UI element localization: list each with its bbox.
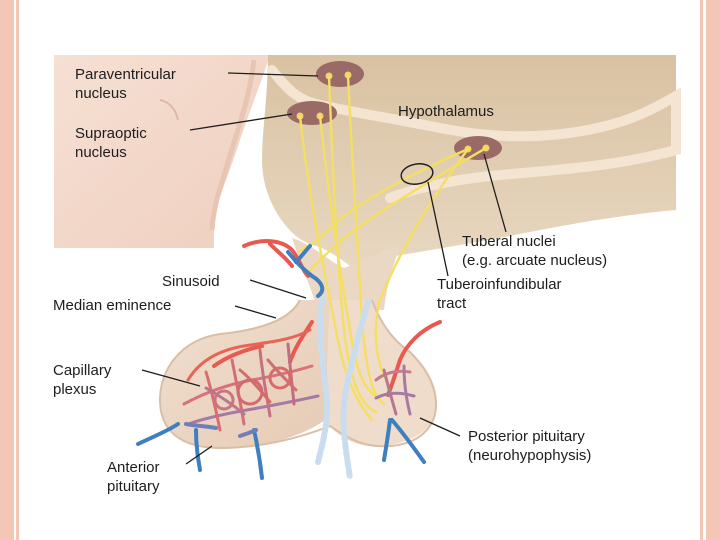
label-posterior-line1: Posterior pituitary: [468, 428, 585, 445]
axon-tracts: [296, 73, 488, 422]
label-supraoptic-line1: Supraoptic: [75, 125, 147, 142]
label-posterior-line2: (neurohypophysis): [468, 447, 591, 464]
label-hypothalamus: Hypothalamus: [398, 103, 494, 120]
infundibular-stalk: [292, 238, 400, 310]
label-sinusoid: Sinusoid: [162, 273, 220, 290]
label-anterior-line1: Anterior: [107, 459, 160, 476]
leader-median-eminence: [234, 305, 277, 319]
label-supraoptic-line2: nucleus: [75, 144, 127, 161]
label-median-eminence: Median eminence: [53, 297, 171, 314]
slide-border-right: [706, 0, 720, 540]
label-tuberal-line1: Tuberal nuclei: [462, 233, 556, 250]
diagram-labels: Paraventricular nucleus Supraoptic nucle…: [53, 66, 607, 495]
leader-tuberoinfundibular: [427, 181, 449, 277]
label-anterior-line2: pituitary: [107, 478, 160, 495]
brain-contour: [209, 59, 257, 231]
leader-capillary: [141, 369, 201, 387]
sulcus-line: [159, 99, 179, 121]
arteries: [212, 239, 442, 397]
leader-anterior: [185, 445, 213, 465]
label-capillary-line2: plexus: [53, 381, 96, 398]
slide-border-left: [0, 0, 14, 540]
capillary-plexus: [182, 328, 416, 432]
hypothalamus-region: [262, 55, 676, 270]
leader-posterior: [419, 417, 461, 437]
label-capillary-line1: Capillary: [53, 362, 112, 379]
label-paraventricular-line1: Paraventricular: [75, 66, 176, 83]
label-tuberoinfundibular-line2: tract: [437, 295, 467, 312]
label-paraventricular-line2: nucleus: [75, 85, 127, 102]
paraventricular-nucleus: [316, 61, 364, 87]
hypophyseal-portal-veins: [315, 297, 371, 481]
leader-supraoptic: [189, 113, 293, 131]
label-tuberal-line2: (e.g. arcuate nucleus): [462, 252, 607, 269]
slide-border-left-inner: [16, 0, 19, 540]
slide-border-right-inner: [700, 0, 703, 540]
brain-tissue: [54, 55, 681, 270]
tract-loop-marker: [400, 163, 434, 185]
leader-paraventricular: [227, 72, 319, 77]
veins: [136, 244, 426, 480]
leader-tuberal: [483, 153, 507, 233]
leader-lines: [141, 72, 507, 465]
label-tuberoinfundibular-line1: Tuberoinfundibular: [437, 276, 562, 293]
leader-sinusoid: [249, 279, 307, 299]
pituitary-outline: [158, 299, 438, 450]
